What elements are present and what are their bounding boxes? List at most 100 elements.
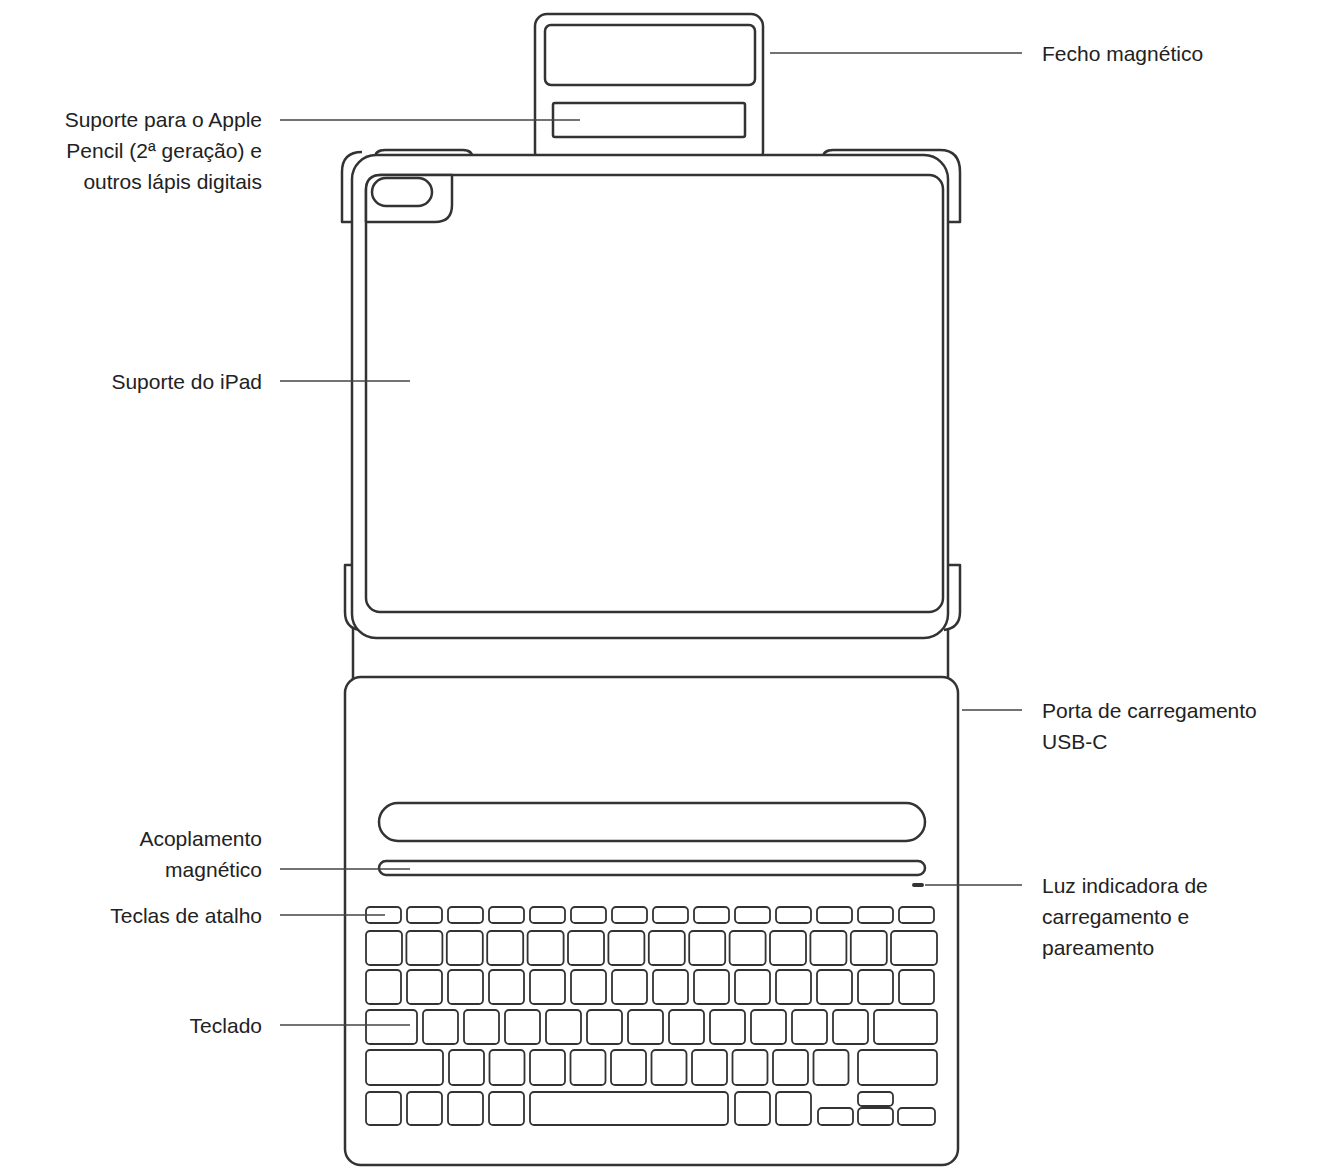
key: [792, 1010, 827, 1044]
ipad-holder-frame: [352, 155, 948, 638]
key: [449, 1050, 484, 1085]
leader-line: [280, 1024, 410, 1026]
part-label: Teclas de atalho: [12, 900, 262, 931]
part-label: Fecho magnético: [1042, 38, 1324, 69]
key: [448, 1092, 483, 1125]
key: [612, 907, 647, 923]
key: [814, 1050, 849, 1085]
key: [899, 907, 934, 923]
key: [505, 1010, 540, 1044]
key: [366, 1050, 443, 1085]
leader-line: [280, 914, 385, 916]
key: [407, 1092, 442, 1125]
key: [689, 931, 725, 965]
key: [464, 1010, 499, 1044]
key: [710, 1010, 745, 1044]
key: [817, 907, 852, 923]
key: [751, 1010, 786, 1044]
key: [628, 1010, 663, 1044]
key: [366, 931, 402, 965]
key: [407, 970, 442, 1004]
part-label: Acoplamento magnético: [62, 823, 262, 885]
key: [448, 970, 483, 1004]
key: [776, 970, 811, 1004]
leader-line: [770, 52, 1022, 54]
key: [423, 1010, 458, 1044]
part-label: Suporte para o Apple Pencil (2ª geração)…: [8, 104, 262, 197]
key: [366, 970, 401, 1004]
key: [833, 1010, 868, 1044]
key: [858, 970, 893, 1004]
key: [730, 931, 766, 965]
key: [858, 1108, 893, 1125]
key: [851, 931, 887, 965]
key: [489, 970, 524, 1004]
key: [571, 970, 606, 1004]
part-label: Suporte do iPad: [12, 366, 262, 397]
magnetic-clasp: [545, 25, 755, 85]
magnetic-dock: [379, 861, 925, 875]
ipad-holder: [366, 175, 943, 612]
key: [489, 907, 524, 923]
key: [773, 1050, 808, 1085]
key: [817, 970, 852, 1004]
keyboard-base: [345, 677, 958, 1165]
keys: [366, 907, 937, 1125]
key: [366, 1092, 401, 1125]
leader-line: [280, 868, 410, 870]
key: [694, 970, 729, 1004]
key: [735, 1092, 770, 1125]
clasp-tab: [535, 14, 763, 164]
key: [770, 931, 806, 965]
key: [487, 931, 523, 965]
tablet-groove: [379, 803, 925, 841]
key: [571, 907, 606, 923]
key: [587, 1010, 622, 1044]
key: [649, 931, 685, 965]
key: [694, 907, 729, 923]
key: [530, 970, 565, 1004]
key: [899, 970, 934, 1004]
key: [652, 1050, 687, 1085]
part-label: Porta de carregamento USB-C: [1042, 695, 1282, 757]
leader-line: [925, 884, 1022, 886]
key: [489, 1092, 524, 1125]
key: [818, 1108, 853, 1125]
part-label: Luz indicadora de carregamento e pareame…: [1042, 870, 1272, 963]
key: [653, 907, 688, 923]
key: [653, 970, 688, 1004]
key: [447, 931, 483, 965]
key: [366, 1010, 417, 1044]
indicator-light: [914, 883, 922, 887]
key: [776, 1092, 811, 1125]
key: [611, 1050, 646, 1085]
key: [528, 931, 564, 965]
key: [891, 931, 937, 965]
key: [669, 1010, 704, 1044]
key: [898, 1108, 935, 1125]
part-label: Teclado: [12, 1010, 262, 1041]
leader-line: [280, 119, 580, 121]
key: [530, 1092, 728, 1125]
key: [448, 907, 483, 923]
key: [874, 1010, 937, 1044]
key: [530, 907, 565, 923]
key: [530, 1050, 565, 1085]
key: [568, 931, 604, 965]
key: [858, 1092, 893, 1106]
leader-line: [280, 380, 410, 382]
key: [776, 907, 811, 923]
key: [692, 1050, 727, 1085]
key: [858, 907, 893, 923]
key: [608, 931, 644, 965]
key: [406, 931, 442, 965]
key: [735, 907, 770, 923]
key: [733, 1050, 768, 1085]
camera-notch: [366, 175, 452, 222]
key: [407, 907, 442, 923]
key: [490, 1050, 525, 1085]
camera-opening: [372, 178, 432, 206]
key: [612, 970, 647, 1004]
leader-line: [962, 709, 1022, 711]
